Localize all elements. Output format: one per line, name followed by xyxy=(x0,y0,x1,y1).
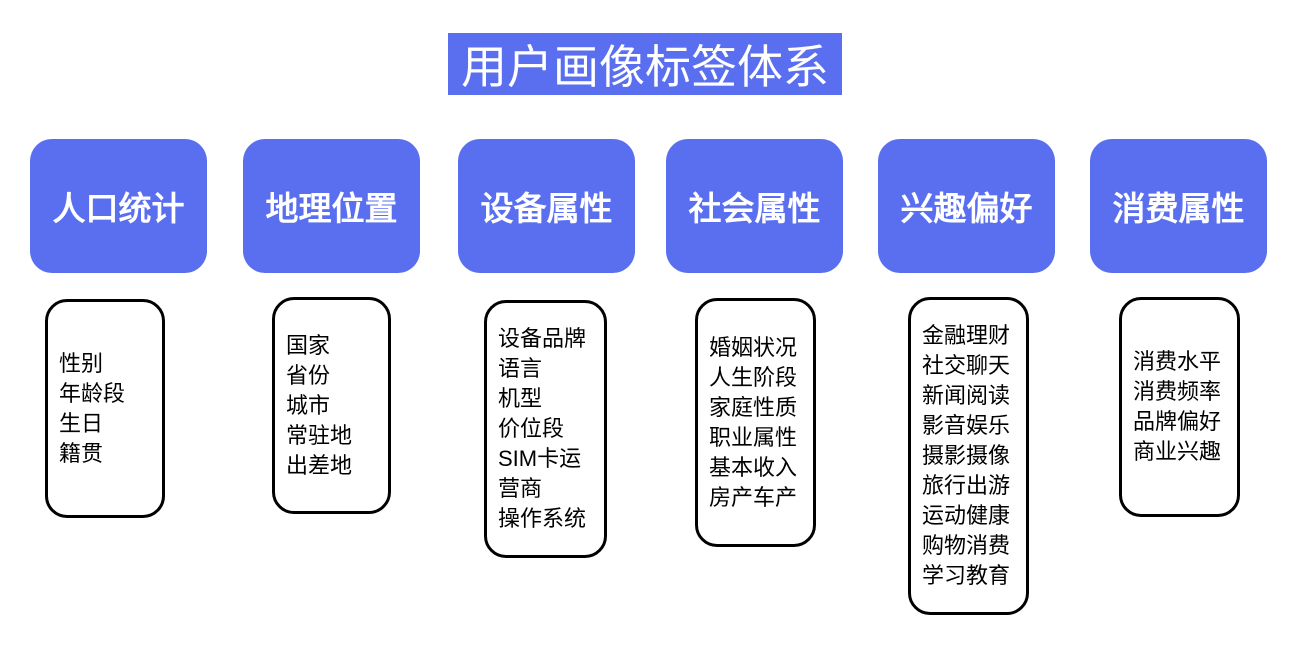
category-header-interest-preferences: 兴趣偏好 xyxy=(878,139,1055,273)
category-header-consumption-attributes: 消费属性 xyxy=(1090,139,1267,273)
tag-item: 购物消费 xyxy=(922,533,1011,558)
tag-item: 消费频率 xyxy=(1133,379,1222,404)
tag-item: 商业兴趣 xyxy=(1133,439,1222,464)
tag-item: 金融理财 xyxy=(922,323,1011,348)
tag-list-social-attributes: 婚姻状况人生阶段家庭性质职业属性基本收入房产车产 xyxy=(695,298,816,547)
tag-item: 营商 xyxy=(498,476,543,501)
tag-item: 城市 xyxy=(286,392,331,418)
tag-item: 基本收入 xyxy=(709,454,798,480)
tag-item: 摄影摄像 xyxy=(922,443,1011,468)
tag-item: 国家 xyxy=(286,332,331,358)
tag-list-geo-location: 国家省份城市常驻地出差地 xyxy=(272,297,391,514)
tag-item: 婚姻状况 xyxy=(709,334,798,360)
tag-item: 品牌偏好 xyxy=(1133,409,1222,434)
tag-item: 家庭性质 xyxy=(709,394,798,420)
tag-item: 学习教育 xyxy=(922,563,1011,588)
tag-item: 旅行出游 xyxy=(922,473,1011,498)
tag-item: 性别 xyxy=(59,350,104,376)
category-header-device-attributes: 设备属性 xyxy=(458,139,635,273)
diagram-title: 用户画像标签体系 xyxy=(448,33,842,95)
tag-item: 操作系统 xyxy=(498,506,587,531)
tag-item: 消费水平 xyxy=(1133,349,1222,374)
tag-item: 房产车产 xyxy=(709,484,798,510)
tag-item: 新闻阅读 xyxy=(922,383,1011,408)
tag-item: 社交聊天 xyxy=(922,353,1011,378)
tag-list-consumption-attributes: 消费水平消费频率品牌偏好商业兴趣 xyxy=(1119,297,1240,517)
tag-item: 人生阶段 xyxy=(709,364,798,390)
tag-item: 籍贯 xyxy=(59,440,104,466)
tag-item: 语言 xyxy=(498,356,543,381)
category-header-social-attributes: 社会属性 xyxy=(666,139,843,273)
tag-item: 生日 xyxy=(59,410,104,436)
tag-item: 设备品牌 xyxy=(498,326,587,351)
tag-item: 省份 xyxy=(286,362,331,388)
tag-list-interest-preferences: 金融理财社交聊天新闻阅读影音娱乐摄影摄像旅行出游运动健康购物消费学习教育 xyxy=(908,297,1029,615)
category-header-geo-location: 地理位置 xyxy=(243,139,420,273)
category-header-demographics: 人口统计 xyxy=(30,139,207,273)
tag-item: 职业属性 xyxy=(709,424,798,450)
tag-item: SIM卡运 xyxy=(498,446,582,471)
tag-list-device-attributes: 设备品牌语言机型价位段 SIM卡运营商操作系统 xyxy=(484,300,607,558)
tag-item: 运动健康 xyxy=(922,503,1011,528)
tag-item: 机型 xyxy=(498,386,543,411)
tag-item: 年龄段 xyxy=(59,380,126,406)
tag-item: 常驻地 xyxy=(286,422,353,448)
tag-item: 影音娱乐 xyxy=(922,413,1011,438)
tag-list-demographics: 性别年龄段生日籍贯 xyxy=(45,299,165,518)
tag-item: 出差地 xyxy=(286,452,353,478)
tag-item: 价位段 xyxy=(498,416,565,441)
